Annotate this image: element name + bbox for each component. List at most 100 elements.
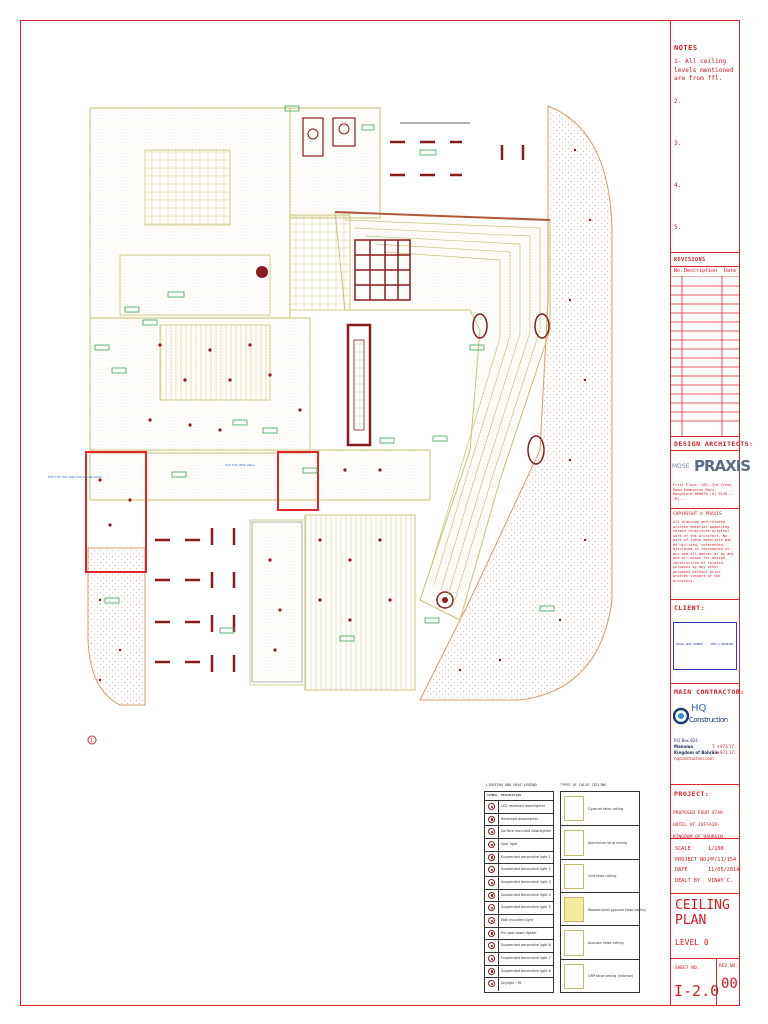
legend-lighting-row: Suspended decorative light 2	[485, 863, 553, 877]
revisions-table-grid	[670, 276, 740, 436]
legend-lighting-label: Suspended decorative light 8	[501, 968, 551, 973]
fixture-symbol-icon	[488, 929, 495, 937]
drawing-level: LEVEL 0	[675, 938, 709, 947]
legend-lighting-row: Pin spot down lighter	[485, 926, 553, 941]
title-block	[670, 20, 740, 1006]
fixture-symbol-icon	[488, 803, 495, 810]
plan-label-left: DUE FOR THE AREA FOR BOARD LOGO	[48, 475, 103, 479]
plan-east-wing	[419, 105, 613, 701]
fixture-symbol-icon	[488, 853, 495, 861]
fixture-symbol-icon	[488, 904, 495, 912]
fixture-symbol-icon	[488, 967, 495, 975]
note-item: 5.	[674, 224, 682, 231]
design-architects-heading: DESIGN ARCHITECTS:	[674, 440, 754, 448]
drawing-title: CEILING PLAN	[675, 898, 730, 928]
praxis-logo: MOSE PRAXIS	[672, 457, 751, 475]
legend-ceiling-label: Gypsum false ceiling	[588, 806, 624, 811]
legend-col-symbol: SYMBOL	[487, 793, 498, 797]
plan-red-grid-feature	[354, 239, 411, 301]
legend-lighting-row: Suspended decorative light 1	[485, 850, 553, 865]
legend-lighting-row: Suspended decorative light 8	[485, 964, 553, 979]
ceiling-type-swatch	[564, 930, 584, 956]
legend-lighting-label: Surface mounted downlighter	[501, 829, 552, 834]
plan-section-marker: 1	[90, 738, 93, 744]
notes-heading: NOTES	[674, 44, 698, 52]
scale-label: SCALE	[675, 846, 691, 852]
ceiling-type-swatch	[564, 796, 584, 822]
legend-ceiling-row: Wooden/wall gypsum false ceiling	[561, 892, 645, 926]
ceiling-type-swatch	[564, 897, 584, 923]
client-name: HASAN ARIF QAMBER ... SONS & BRANCHES	[676, 643, 734, 646]
legend-lighting-label: Wall mounted light	[501, 918, 534, 922]
contractor-web: hqconstruction.com	[674, 756, 714, 761]
revisions-col-date: Date	[724, 268, 737, 274]
sheet-border	[20, 20, 740, 1006]
date-value: 11/05/2014	[708, 867, 740, 873]
legend-lighting-label: Suspended decorative light 6	[501, 943, 551, 948]
lighting-legend-heading: LIGHTING AND HVAC LEGEND	[486, 783, 537, 787]
legend-lighting-label: Suspended decorative light 3	[501, 880, 551, 884]
legend-lighting-row: Suspended decorative light 7	[485, 952, 553, 966]
drawing-title-line2: PLAN	[675, 913, 707, 928]
legend-lighting-label: Suspended decorative light 7	[501, 956, 551, 960]
plan-downlighters	[98, 148, 592, 682]
fixture-symbol-icon	[488, 980, 495, 988]
legend-lighting-row: Spot light	[485, 838, 553, 852]
legend-col-desc: DESCRIPTION	[501, 793, 521, 797]
legend-ceiling-label: GRP false ceiling (exterior)	[588, 974, 634, 979]
main-contractor-heading: MAIN CONTRACTOR:	[674, 688, 745, 696]
note-item: 4.	[674, 182, 682, 189]
fixture-symbol-icon	[488, 942, 495, 950]
fixture-symbol-icon	[488, 917, 495, 924]
plan-highlighted-room-west	[85, 451, 147, 573]
notes-list: 1- All ceiling levels mentioned are from…	[674, 58, 738, 231]
legend-ceiling-label: Wooden/wall gypsum false ceiling	[588, 907, 646, 912]
rev-no-label: REV NO.	[719, 964, 738, 969]
fixture-symbol-icon	[488, 955, 495, 962]
fixture-symbol-icon	[488, 879, 495, 886]
legend-ceiling-label: Aluminium strip ceiling	[588, 840, 628, 845]
legend-lighting-row: Skylight / fit	[485, 977, 553, 991]
revisions-col-no: No.	[674, 268, 684, 274]
revisions-heading: REVISIONS	[674, 257, 706, 263]
date-label: DATE	[675, 867, 688, 873]
fixture-symbol-icon	[488, 828, 495, 836]
legend-lighting-label: Suspended decorative light 1	[501, 854, 551, 859]
fixture-symbol-icon	[488, 815, 495, 823]
legend-ceiling-row: Grid false ceiling	[561, 858, 639, 893]
legend-lighting-label: Pin spot down lighter	[501, 930, 537, 935]
note-item: 1- All ceiling levels mentioned are from…	[674, 58, 734, 82]
plan-exterior-light-dashes	[155, 140, 525, 672]
contractor-country: Kingdom of Bahrain	[674, 750, 719, 755]
legend-ceiling-label: Grid false ceiling	[588, 874, 617, 879]
hq-logo: HQ Construction	[673, 701, 737, 731]
ceiling-type-swatch	[564, 963, 584, 989]
legend-lighting-row: Suspended decorative light 3	[485, 876, 553, 890]
client-heading: CLIENT:	[674, 604, 705, 612]
sheet-no-label: SHEET NO.	[675, 966, 700, 971]
plan-label-middle: DUE FOR DESK WALL	[225, 463, 255, 467]
legend-ceiling-row: Aluminium strip ceiling	[561, 825, 639, 859]
sheet-no-value: I-2.0	[674, 982, 720, 1000]
ceiling-plan-drawing: 1 DUE FOR THE AREA FOR BOARD LOGO DUE FO…	[48, 105, 613, 745]
ceiling-type-swatch	[564, 830, 584, 856]
legend-lighting-label: Spot light	[501, 842, 518, 846]
legend-lighting-label: Suspended decorative light 2	[501, 867, 551, 872]
architect-address: First Floor, 183, 3rd Cross Road Pembert…	[673, 483, 734, 501]
fixture-symbol-icon	[488, 891, 495, 899]
sheet-divider	[716, 958, 717, 1006]
note-item: 3.	[674, 140, 682, 147]
legend-lighting-row: Suspended decorative light 6	[485, 939, 553, 953]
dealt-by-value: VINAY C.	[708, 877, 733, 884]
legend-lighting-row: Wall mounted light	[485, 914, 553, 928]
lighting-legend: LIGHTING AND HVAC LEGEND SYMBOL DESCRIPT…	[484, 783, 554, 993]
project-no-value: PP/11/154	[708, 856, 737, 863]
legend-lighting-label: LED recessed downlighter	[501, 804, 546, 808]
plan-highlighted-room-center	[277, 451, 319, 511]
scale-value: 1/100	[708, 846, 724, 852]
legend-lighting-row: Surface mounted downlighter	[485, 825, 553, 839]
project-name: PROPOSED FOUR STAR HOTEL AT JUFFAIR- KIN…	[673, 811, 723, 840]
legend-lighting-label: Suspended decorative light 5	[501, 905, 551, 910]
